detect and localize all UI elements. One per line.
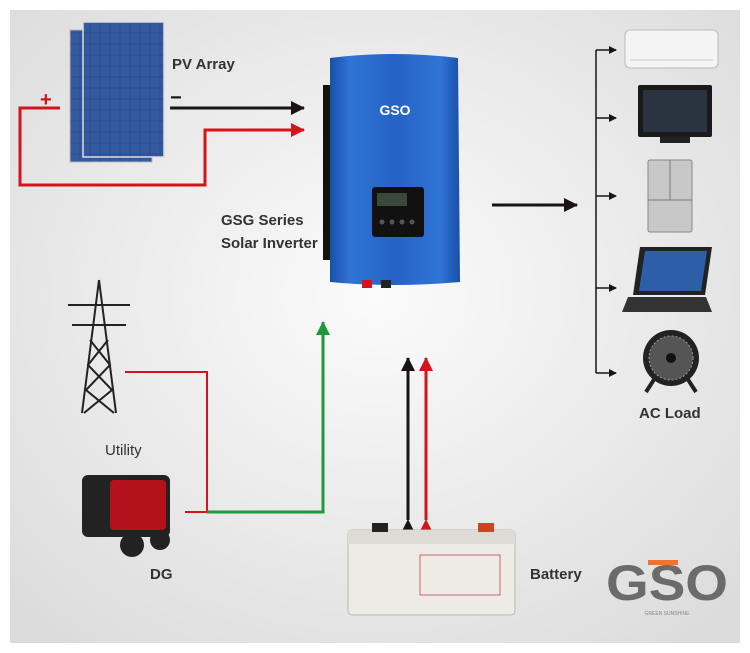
ac-input-line [207,321,330,514]
inverter-icon [323,54,460,288]
utility-line [125,371,208,513]
logo-tagline: GREEN SUNSHINE [644,611,690,617]
ac-load-bus [595,46,617,377]
refrigerator-icon [647,159,693,233]
laptop-icon [622,247,712,312]
utility-label: Utility [105,442,142,459]
pv-positive-line [18,106,305,187]
fan-icon [643,330,699,394]
plus-sign: + [40,89,52,111]
inverter-label-line1: GSG Series [221,212,304,229]
minus-sign: − [170,87,182,109]
pv-array-label: PV Array [172,56,235,73]
inverter-brand: GSO [379,102,410,118]
tv-icon [638,85,712,143]
dg-label: DG [150,566,173,583]
battery-label: Battery [530,566,582,583]
ac-load-label: AC Load [639,405,701,422]
transmission-tower-icon [68,279,130,414]
generator-icon [82,475,170,557]
logo-swoosh [648,560,678,565]
pv-array-icon [69,21,165,163]
gso-logo: GSO GREEN SUNSHINE [606,555,728,617]
inverter-label-line2: Solar Inverter [221,235,318,252]
air-conditioner-icon [624,29,719,69]
battery-icon [347,523,516,616]
